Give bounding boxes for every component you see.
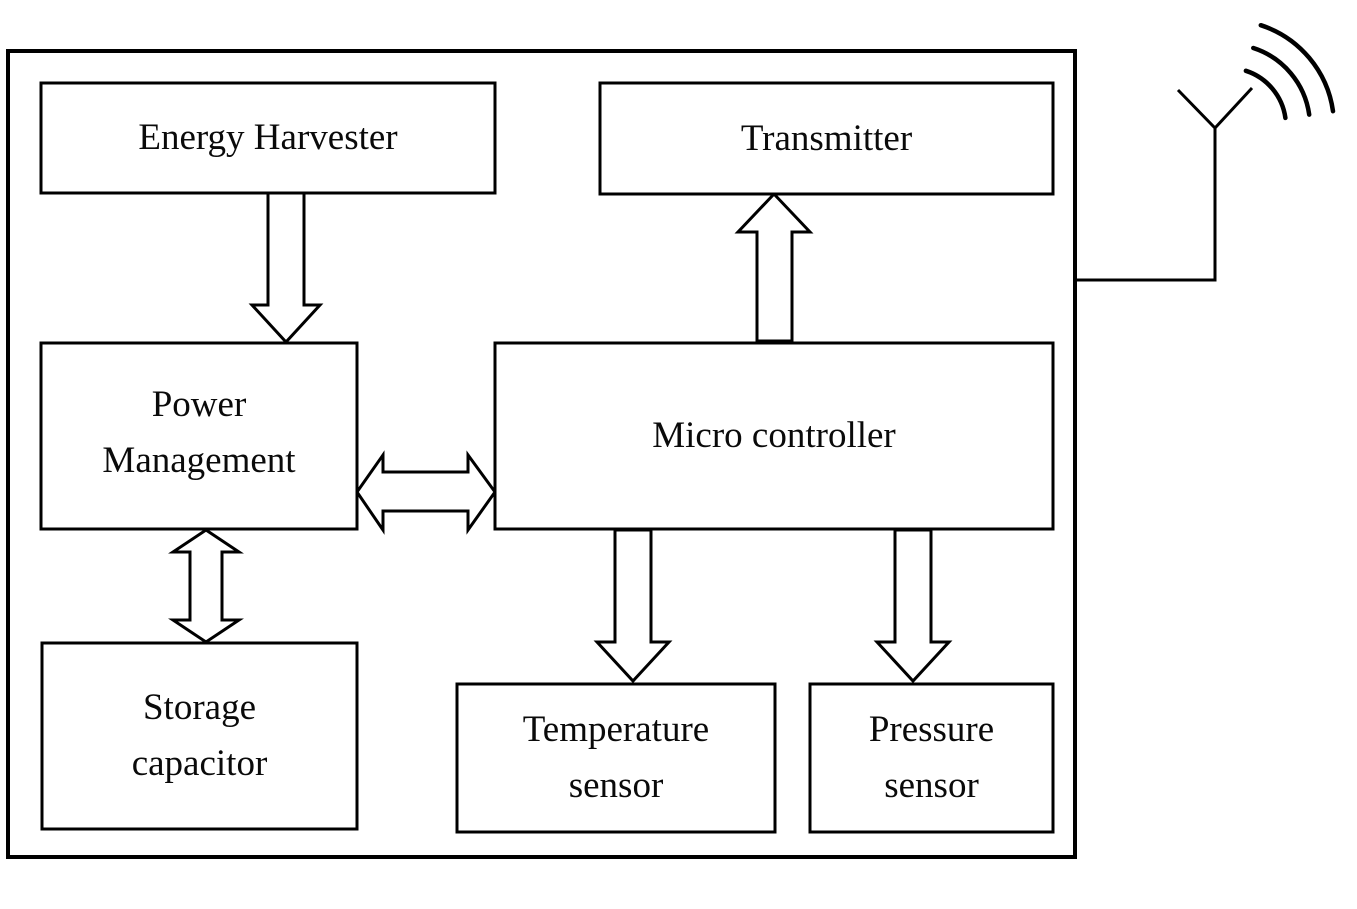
power-management-box (39, 341, 359, 531)
arrow-harvester-to-power (248, 191, 324, 345)
antenna-v-element (1176, 86, 1254, 130)
enclosure-border (6, 49, 1077, 859)
energy-harvester-box (39, 81, 497, 195)
arrow-power-storage-bidirectional (168, 528, 244, 644)
signal-waves-icon (1243, 22, 1336, 121)
transmitter-box (598, 81, 1055, 196)
storage-capacitor-box (40, 641, 359, 831)
arrow-micro-to-temperature (593, 528, 673, 684)
arrow-micro-to-transmitter (734, 191, 814, 343)
arrow-micro-to-pressure (873, 528, 953, 684)
temperature-sensor-box (455, 682, 777, 834)
antenna-feed-line (1075, 128, 1217, 282)
antenna-icon (1075, 22, 1336, 282)
arrow-power-micro-bidirectional (355, 450, 497, 535)
pressure-sensor-box (808, 682, 1055, 834)
micro-controller-box (493, 341, 1055, 531)
